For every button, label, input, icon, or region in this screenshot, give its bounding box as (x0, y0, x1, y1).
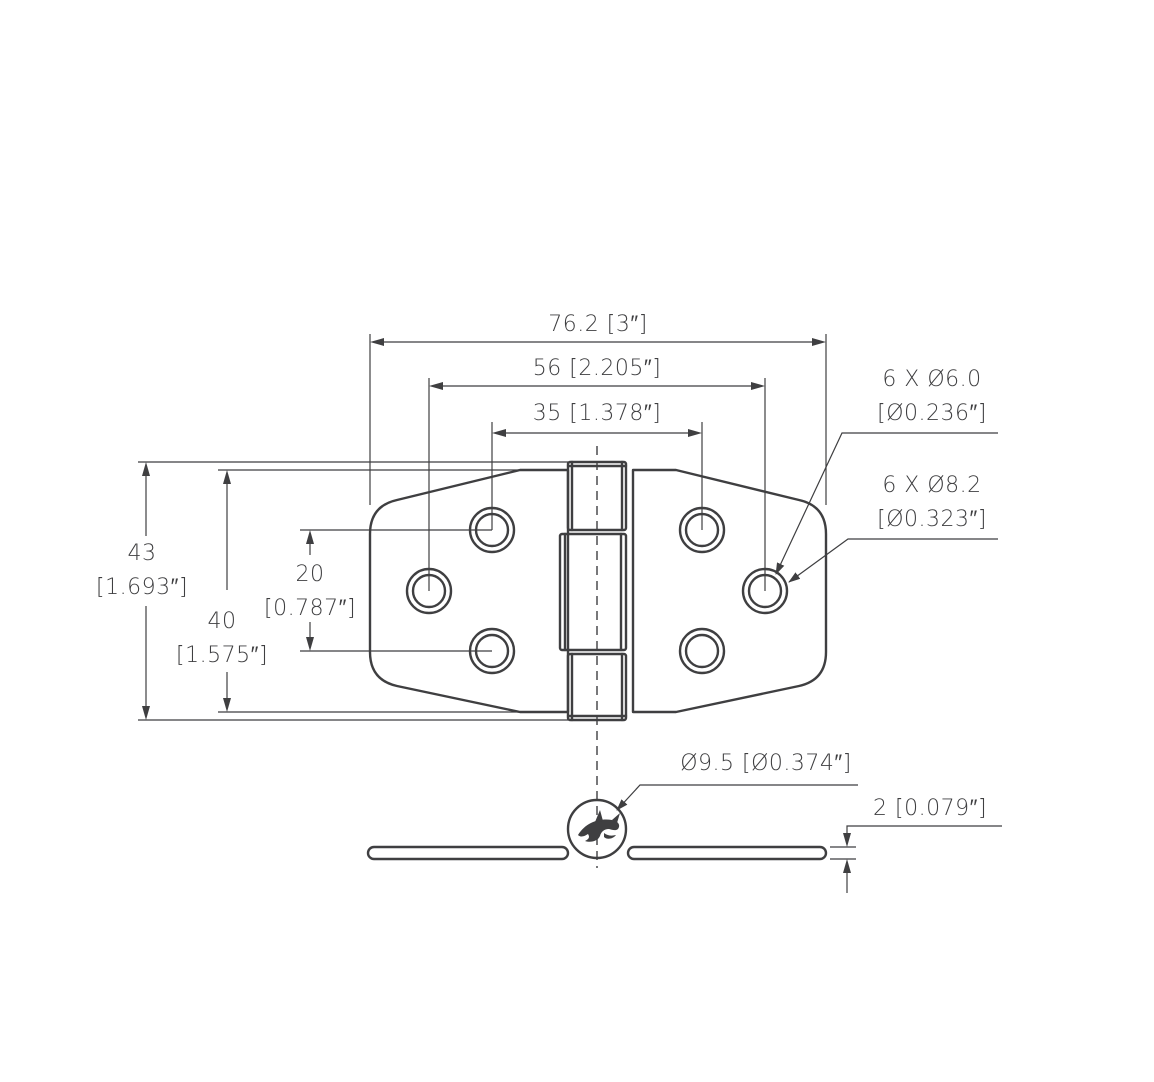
side-right-leaf (626, 845, 828, 861)
label-large-hole-count: 6 X Ø8.2 (882, 473, 981, 498)
right-leaf-outline (631, 468, 828, 714)
label-large-hole-inch: [Ø0.323″] (877, 507, 987, 532)
label-outer-hole-spacing: 56 [2.205″] (533, 356, 661, 381)
side-left-leaf (366, 845, 570, 861)
label-inner-hole-spacing: 35 [1.378″] (533, 401, 661, 426)
side-pin-knuckle (566, 798, 628, 860)
leader-thickness-top (846, 825, 1002, 833)
label-hole-vertical-mm: 20 (296, 562, 325, 587)
label-leaf-height-mm: 40 (208, 609, 237, 634)
label-overall-height-inch: [1.693″] (96, 575, 188, 600)
label-pin-diameter: Ø9.5 [Ø0.374″] (680, 751, 852, 776)
hinge-side-view: Ø9.5 [Ø0.374″] 2 [0.079″] (366, 751, 1002, 893)
leader-large-hole (788, 538, 998, 583)
label-hole-vertical-inch: [0.787″] (264, 596, 356, 621)
leader-small-hole (775, 432, 998, 575)
orca-whale-icon (578, 810, 620, 842)
label-overall-length: 76.2 [3″] (548, 312, 647, 337)
label-small-hole-inch: [Ø0.236″] (877, 401, 987, 426)
label-thickness: 2 [0.079″] (873, 796, 987, 821)
knuckle-middle (558, 532, 628, 652)
hinge-knuckles (558, 460, 628, 722)
label-small-hole-count: 6 X Ø6.0 (882, 367, 981, 392)
label-overall-height-mm: 43 (128, 541, 157, 566)
hinge-front-view (368, 446, 828, 868)
hole-right-bottom (678, 627, 726, 675)
left-leaf-outline (368, 468, 570, 714)
vertical-dimensions: 43 [1.693″] 40 [1.575″] 20 [0.787″] (96, 461, 568, 721)
horizontal-dimensions: 76.2 [3″] 56 [2.205″] 35 [1.378″] (369, 312, 827, 591)
hole-callouts: 6 X Ø6.0 [Ø0.236″] 6 X Ø8.2 [Ø0.323″] (775, 367, 998, 583)
leader-pin-diameter (616, 784, 858, 811)
label-leaf-height-inch: [1.575″] (176, 643, 268, 668)
